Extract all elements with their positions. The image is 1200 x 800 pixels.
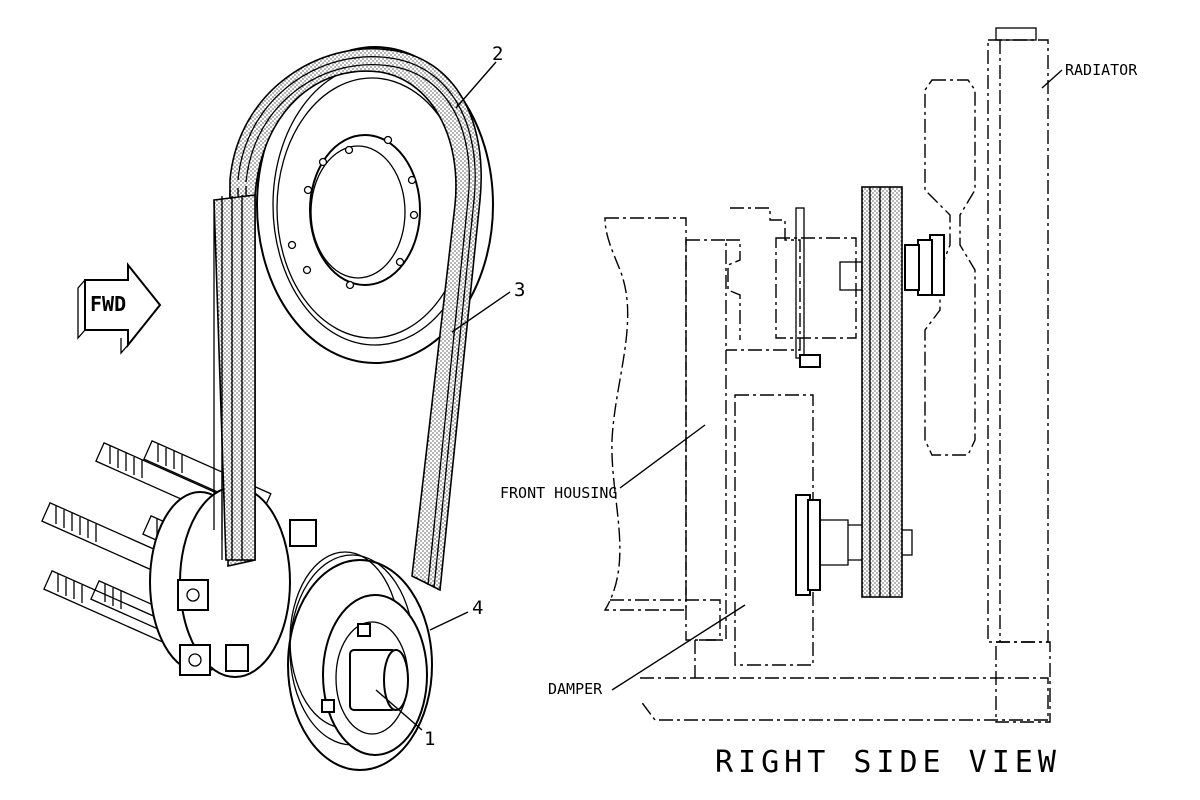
- v-belts: [213, 48, 482, 592]
- driven-pulley: [256, 46, 494, 364]
- view-title: RIGHT SIDE VIEW: [715, 745, 1061, 780]
- belts-side-view: [861, 186, 903, 598]
- fan: [904, 79, 976, 456]
- radiator-label: RADIATOR: [1065, 61, 1138, 79]
- callouts: 2 3 4 1: [375, 43, 525, 750]
- forward-direction-arrow: FWD: [77, 262, 162, 355]
- radiator: [987, 27, 1051, 723]
- side-view-labels: RADIATOR FRONT HOUSING DAMPER RIGHT SIDE…: [500, 61, 1138, 780]
- callout-4: 4: [472, 597, 483, 619]
- right-side-view: RADIATOR FRONT HOUSING DAMPER RIGHT SIDE…: [500, 27, 1138, 780]
- upper-bracket: [726, 207, 863, 368]
- damper-label: DAMPER: [548, 680, 603, 698]
- callout-3: 3: [514, 279, 525, 301]
- fwd-badge-text: FWD: [90, 292, 126, 316]
- isometric-belt-assembly: FWD 2 3 4 1: [41, 43, 525, 771]
- callout-2: 2: [492, 43, 503, 65]
- drive-pulley: [287, 551, 433, 771]
- callout-1: 1: [424, 728, 435, 750]
- front-housing: [603, 217, 1049, 721]
- front-housing-label: FRONT HOUSING: [500, 484, 617, 502]
